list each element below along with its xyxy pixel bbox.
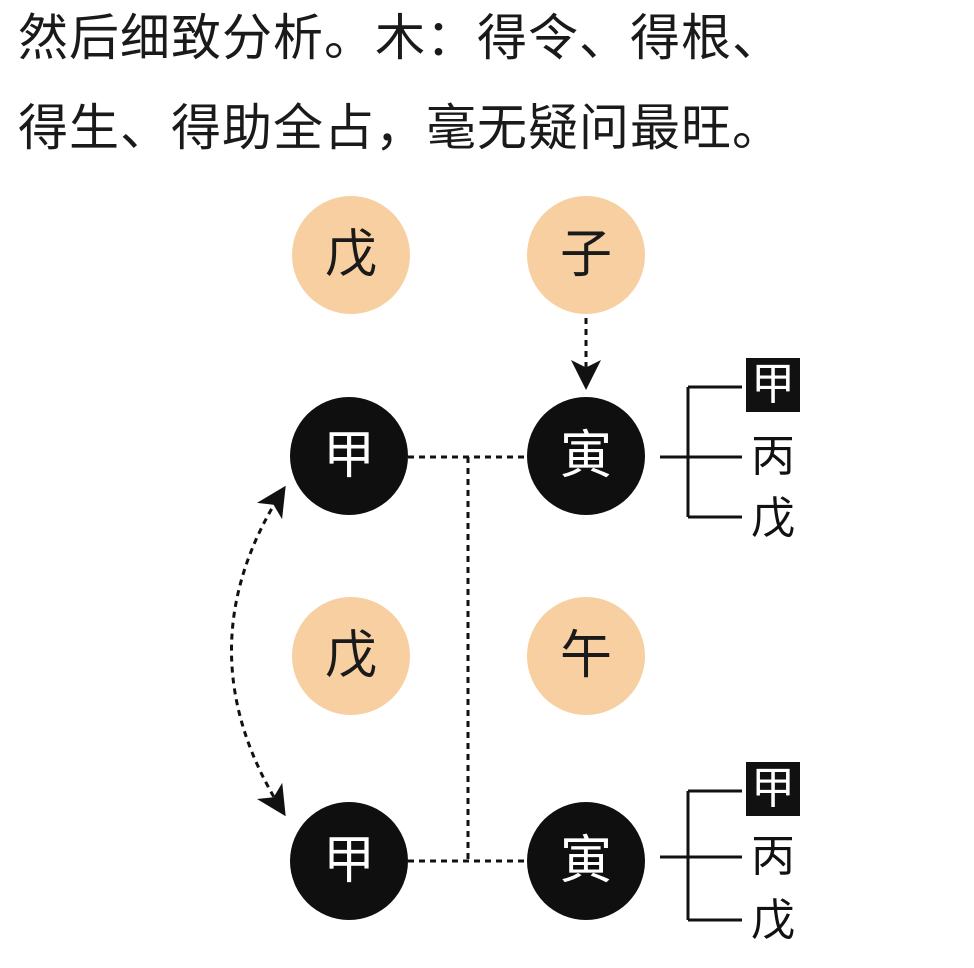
- year-stem-wu: 戊: [292, 196, 410, 314]
- month-stem-jia: 甲: [290, 397, 408, 515]
- month-branch-yin: 寅: [527, 397, 645, 515]
- day-stem-wu: 戊: [292, 597, 410, 715]
- caption-line-2: 得生、得助全占，毫无疑问最旺。: [18, 99, 783, 157]
- hidden-stem-jia-top: 甲: [746, 358, 800, 412]
- year-branch-zi: 子: [527, 196, 645, 314]
- hidden-bracket-bottom: [660, 789, 742, 922]
- hour-branch-yin: 寅: [527, 802, 645, 920]
- day-branch-wu: 午: [527, 597, 645, 715]
- hidden-stem-jia-bottom: 甲: [746, 762, 800, 816]
- caption-line-1: 然后细致分析。木：得令、得根、: [18, 9, 783, 67]
- hidden-bracket-top: [660, 385, 742, 519]
- hidden-stem-wu-top: 戊: [751, 493, 795, 544]
- hidden-stem-bing-bottom: 丙: [751, 831, 795, 882]
- hour-stem-jia: 甲: [290, 802, 408, 920]
- jia-jia-double-arrow: [230, 485, 286, 817]
- hidden-stem-wu-bottom: 戊: [751, 895, 795, 946]
- hidden-stem-bing-top: 丙: [751, 431, 795, 482]
